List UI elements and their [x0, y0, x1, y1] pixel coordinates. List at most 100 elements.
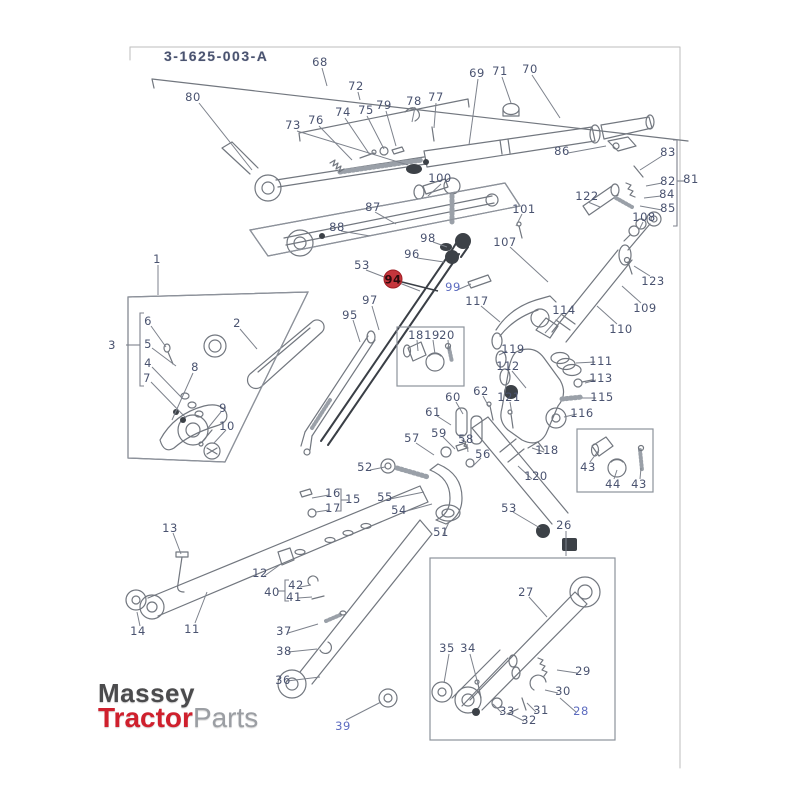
leader-line-27	[509, 246, 549, 283]
leader-line-9	[366, 115, 385, 150]
leader-line-24	[633, 265, 651, 277]
part-label-74: 74	[335, 105, 351, 119]
part-label-57: 57	[404, 431, 420, 445]
leader-line-86	[151, 366, 183, 399]
leader-line-69	[172, 532, 182, 555]
part-label-97: 97	[362, 293, 378, 307]
sub-assembly-box-2	[429, 557, 616, 741]
part-label-13: 13	[162, 521, 178, 535]
part-label-123: 123	[641, 274, 664, 288]
lower-link-boxed-assembly	[431, 576, 601, 716]
logo-word-massey: Massey	[98, 678, 195, 708]
part-label-18: 18	[408, 328, 424, 342]
sub-assembly-outline-1	[248, 182, 521, 257]
logo-word-parts: Parts	[192, 702, 259, 733]
part-label-121: 121	[497, 390, 520, 404]
leader-line-33	[352, 319, 361, 343]
leader-line-10	[385, 110, 397, 147]
logo-word-tractor: Tractor	[98, 702, 193, 733]
leader-line-76	[287, 648, 318, 653]
leader-line-66	[559, 697, 577, 713]
group-bracket-1	[139, 312, 144, 387]
part-label-44: 44	[605, 477, 621, 491]
leader-line-71	[299, 584, 312, 588]
group-bracket-0	[673, 139, 678, 227]
leader-line-91	[589, 449, 600, 463]
part-label-55: 55	[377, 490, 393, 504]
part-label-32: 32	[521, 713, 537, 727]
leader-line-41	[563, 413, 578, 418]
leader-line-4	[501, 76, 512, 104]
leader-line-49	[471, 457, 482, 468]
part-label-4: 4	[144, 356, 152, 370]
handle-latch-group	[127, 291, 325, 463]
sub-assembly-box-1	[576, 428, 654, 493]
part-label-40: 40	[264, 585, 280, 599]
leader-line-2	[357, 91, 361, 101]
leader-line-25	[621, 285, 642, 304]
leader-line-63	[526, 702, 537, 713]
part-label-15: 15	[345, 492, 361, 506]
sub-assembly-box-0	[396, 326, 465, 387]
leader-line-17	[515, 213, 523, 227]
leader-line-46	[442, 436, 456, 450]
leader-line-93	[639, 467, 642, 480]
bushing-box-43-44	[590, 436, 645, 478]
leader-line-45	[436, 415, 452, 426]
part-label-2: 2	[233, 316, 241, 330]
part-label-101: 101	[512, 202, 535, 216]
part-label-11: 11	[184, 622, 200, 636]
leader-line-3	[468, 78, 479, 146]
lift-rod-lower	[300, 330, 376, 456]
part-label-12: 12	[252, 566, 268, 580]
part-label-39: 39	[335, 719, 351, 733]
leader-line-56	[531, 447, 545, 453]
part-label-120: 120	[524, 469, 547, 483]
part-label-35: 35	[439, 641, 455, 655]
leader-line-62	[544, 689, 559, 694]
part-label-81: 81	[683, 172, 699, 186]
part-label-37: 37	[276, 624, 292, 638]
callout-lines	[151, 78, 689, 142]
highlighted-part-marker[interactable]	[383, 269, 403, 289]
part-label-82: 82	[660, 174, 676, 188]
leader-line-72	[297, 596, 313, 599]
diagram-artwork	[125, 46, 689, 769]
highlighted-part-label[interactable]: 94	[384, 273, 401, 287]
leader-line-61	[556, 669, 578, 674]
link-end-arm	[277, 519, 433, 708]
part-label-80: 80	[185, 90, 201, 104]
leader-line-64	[492, 703, 503, 714]
part-label-59: 59	[431, 426, 447, 440]
leader-line-77	[286, 676, 321, 682]
leader-line-53	[442, 521, 450, 536]
leader-line-50	[369, 466, 386, 471]
part-label-6: 6	[144, 314, 152, 328]
part-label-113: 113	[589, 371, 612, 385]
leader-line-74	[194, 591, 208, 624]
part-label-108: 108	[632, 210, 655, 224]
part-label-75: 75	[358, 103, 374, 117]
part-label-79: 79	[376, 98, 392, 112]
part-label-99: 99	[445, 280, 461, 294]
part-label-14: 14	[130, 624, 146, 638]
leader-line-37	[511, 370, 527, 389]
lift-rod-94	[320, 177, 492, 446]
part-label-53: 53	[354, 258, 370, 272]
part-label-8: 8	[191, 360, 199, 374]
leader-line-58	[528, 596, 548, 618]
massey-tractor-parts-logo[interactable]: Massey TractorParts	[98, 680, 258, 732]
leader-line-38	[575, 361, 596, 364]
part-label-84: 84	[659, 187, 675, 201]
leader-line-87	[150, 381, 187, 419]
leader-line-43	[509, 401, 513, 415]
part-label-3: 3	[108, 338, 116, 352]
leader-line-73	[136, 611, 141, 627]
leader-line-59	[443, 653, 450, 684]
part-label-34: 34	[460, 641, 476, 655]
part-label-60: 60	[445, 390, 461, 404]
leader-line-55	[517, 465, 533, 480]
